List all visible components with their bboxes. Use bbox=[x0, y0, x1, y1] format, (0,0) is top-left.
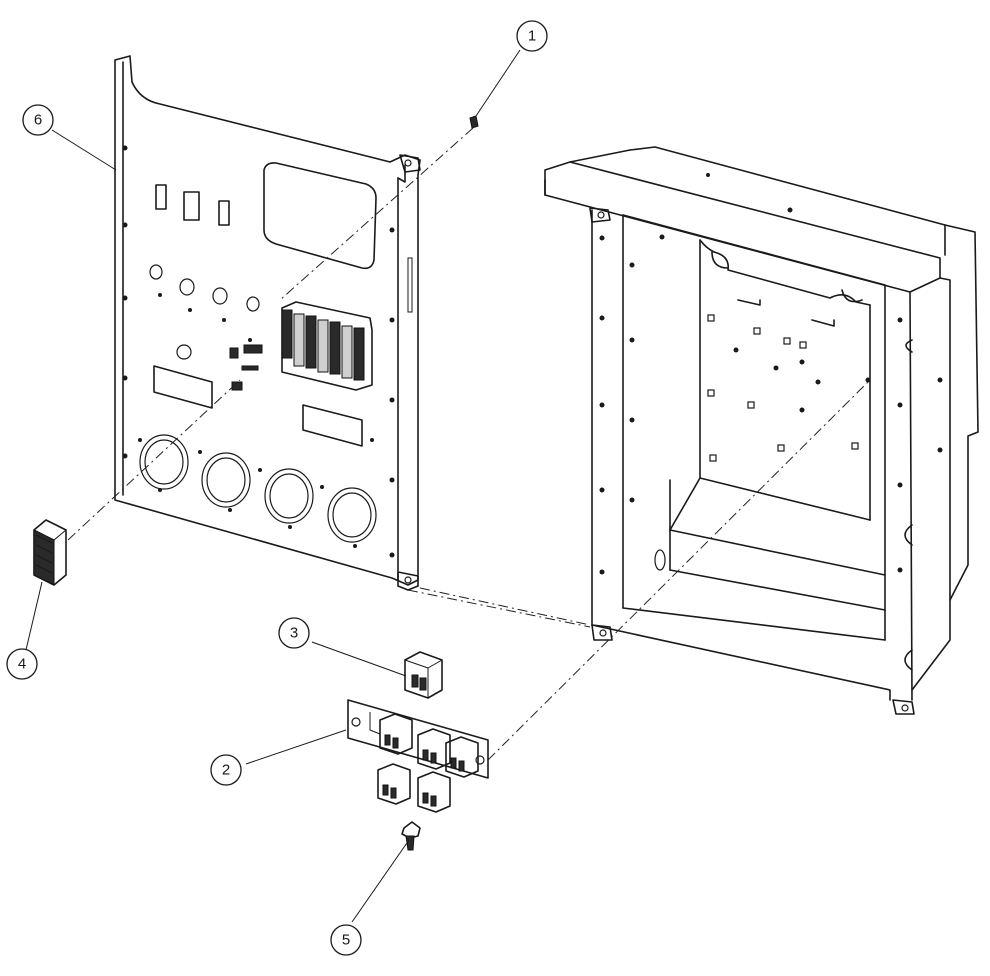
callout-4: 4 bbox=[6, 648, 38, 680]
callout-4-label: 4 bbox=[18, 656, 26, 673]
callout-5: 5 bbox=[330, 924, 362, 956]
callout-2: 2 bbox=[210, 754, 242, 786]
assembly-lines bbox=[67, 127, 871, 761]
screw-item-5 bbox=[401, 821, 421, 851]
callout-2-label: 2 bbox=[222, 762, 230, 779]
screw-item-1 bbox=[469, 115, 479, 129]
terminal-block-item-4 bbox=[33, 519, 67, 586]
callout-6-label: 6 bbox=[34, 112, 42, 129]
enclosure-box bbox=[544, 146, 979, 715]
back-panel bbox=[114, 55, 421, 591]
callout-6: 6 bbox=[22, 104, 54, 136]
callout-1-label: 1 bbox=[528, 28, 536, 45]
relay-board-item-2 bbox=[347, 699, 489, 813]
breaker-block bbox=[229, 301, 373, 391]
knockout-holes bbox=[139, 434, 377, 543]
callout-5-label: 5 bbox=[342, 932, 350, 949]
callout-3: 3 bbox=[278, 617, 310, 649]
callout-leaders bbox=[25, 49, 521, 923]
callout-1: 1 bbox=[516, 20, 548, 52]
relay-item-3 bbox=[404, 651, 443, 699]
callout-3-label: 3 bbox=[290, 625, 298, 642]
